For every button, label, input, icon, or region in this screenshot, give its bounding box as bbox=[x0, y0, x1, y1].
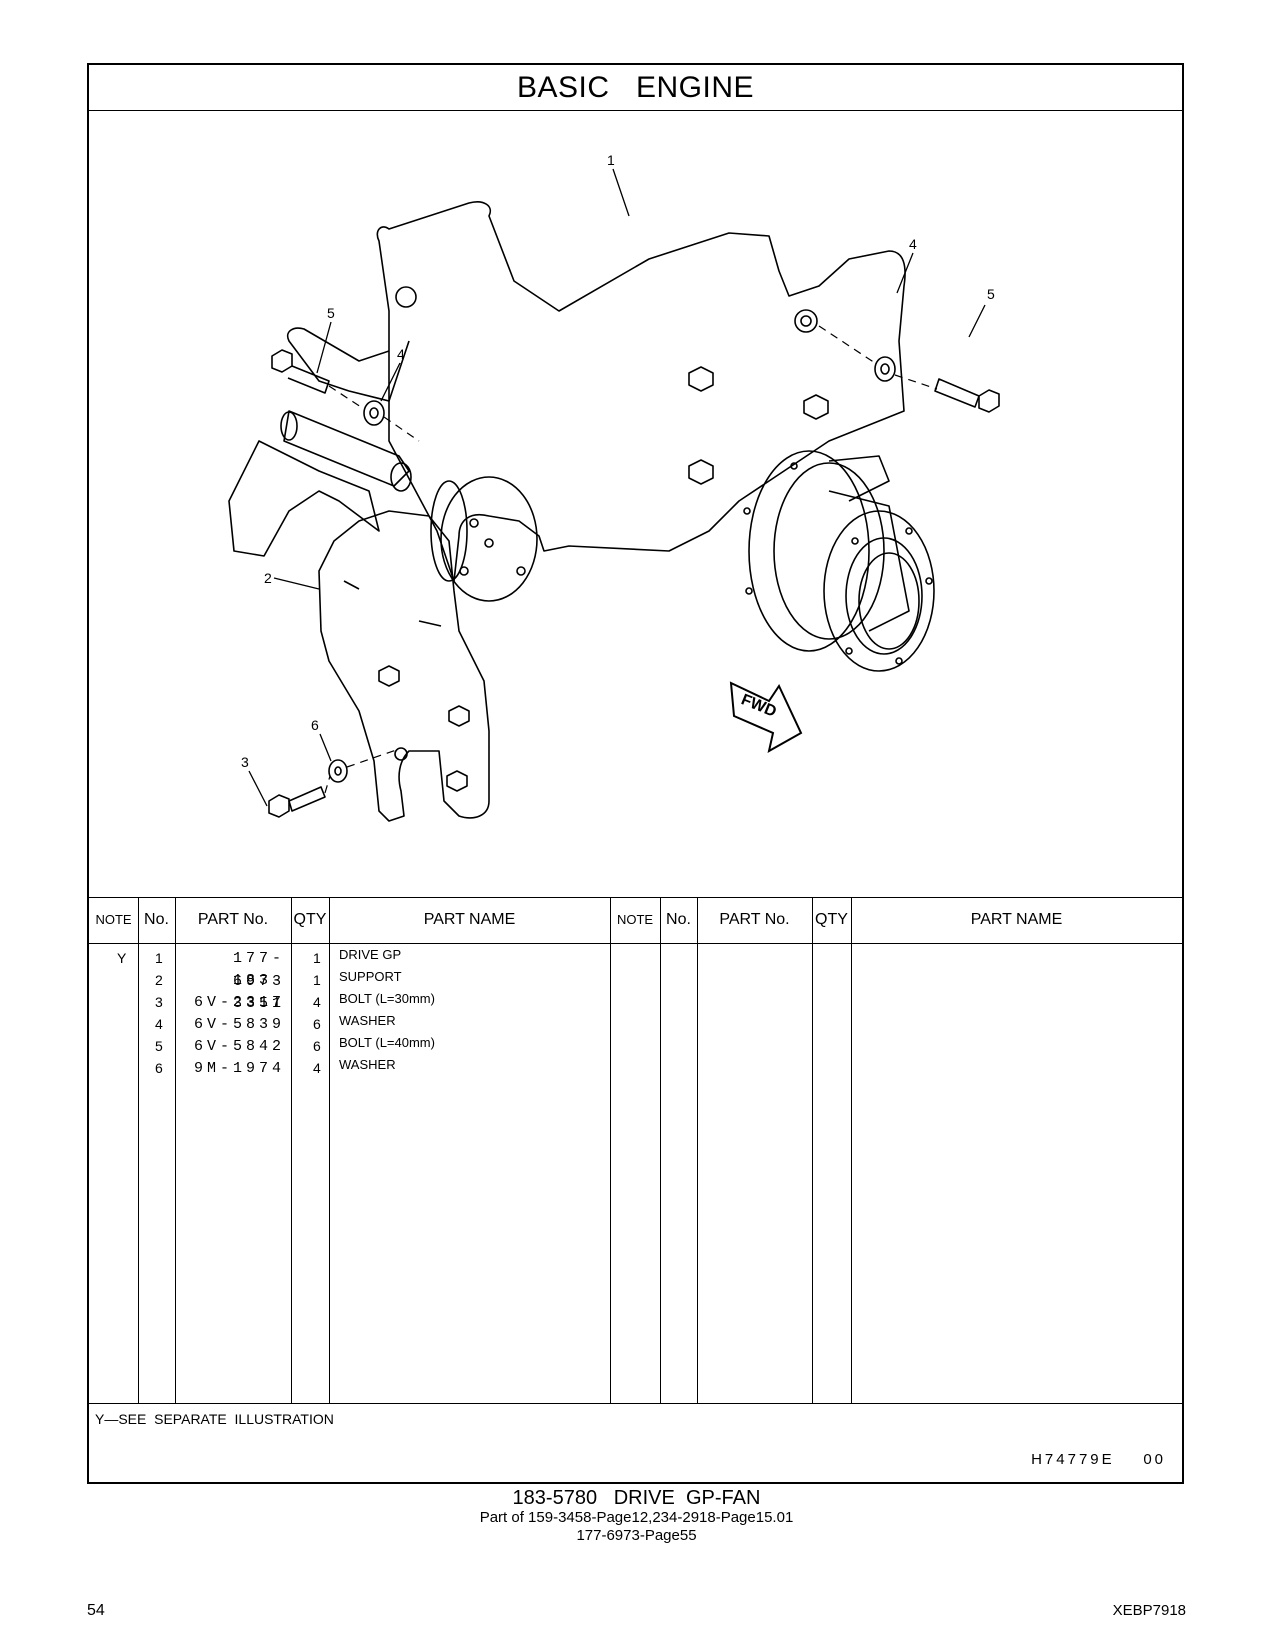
header-no: No. bbox=[144, 911, 169, 928]
row-3-part-name: BOLT (L=30mm) bbox=[339, 991, 435, 1006]
row-4-qty: 6 bbox=[313, 1016, 321, 1032]
callout-6: 6 bbox=[311, 717, 319, 733]
page-title: BASIC ENGINE bbox=[89, 65, 1182, 111]
row-1-note: Y bbox=[117, 950, 127, 966]
header-part-no: PART No. bbox=[197, 911, 269, 928]
row-2-part-no: 183-3351 bbox=[232, 972, 285, 1012]
header-qty-right: QTY bbox=[815, 911, 848, 928]
illustration-code: H74779E 00 bbox=[1031, 1451, 1166, 1468]
row-6-qty: 4 bbox=[313, 1060, 321, 1076]
callout-4-left: 4 bbox=[397, 346, 405, 362]
row-2-part-name: SUPPORT bbox=[339, 969, 402, 984]
row-6-part-no: 9M-1974 bbox=[193, 1060, 285, 1077]
row-1-no: 1 bbox=[155, 950, 163, 966]
callout-3: 3 bbox=[241, 754, 249, 770]
row-4-part-no: 6V-5839 bbox=[193, 1016, 285, 1033]
callout-5-left: 5 bbox=[327, 305, 335, 321]
row-6-no: 6 bbox=[155, 1060, 163, 1076]
caption-title: 183-5780 DRIVE GP-FAN bbox=[512, 1487, 761, 1509]
row-5-part-no: 6V-5842 bbox=[193, 1038, 285, 1055]
document-code: XEBP7918 bbox=[1112, 1602, 1186, 1619]
row-2-qty: 1 bbox=[313, 972, 321, 988]
row-4-no: 4 bbox=[155, 1016, 163, 1032]
row-5-part-name: BOLT (L=40mm) bbox=[339, 1035, 435, 1050]
footnote-divider bbox=[89, 1403, 1182, 1404]
fwd-arrow-icon: FWD bbox=[729, 681, 803, 753]
header-note-right: NOTE bbox=[616, 912, 654, 927]
row-3-part-no: 6V-2317 bbox=[193, 994, 285, 1011]
header-part-name-right: PART NAME bbox=[970, 911, 1063, 928]
parts-page-frame: BASIC ENGINE bbox=[87, 63, 1184, 1484]
drive-gp-fan-drawing: 1 2 3 4 5 6 4 5 FWD bbox=[228, 152, 1000, 822]
callout-4-right: 4 bbox=[909, 236, 917, 252]
header-note: NOTE bbox=[95, 912, 132, 927]
row-2-no: 2 bbox=[155, 972, 163, 988]
header-no-right: No. bbox=[666, 911, 691, 928]
parts-table: NOTE No. PART No. QTY PART NAME NOTE No.… bbox=[89, 897, 1182, 1403]
callout-2: 2 bbox=[264, 570, 272, 586]
row-1-qty: 1 bbox=[313, 950, 321, 966]
header-qty: QTY bbox=[293, 911, 327, 928]
caption-ref: 177-6973-Page55 bbox=[576, 1527, 697, 1544]
row-1-part-no: 177-6973 bbox=[232, 950, 285, 990]
footnote-text: Y—SEE SEPARATE ILLUSTRATION bbox=[95, 1411, 334, 1427]
row-6-part-name: WASHER bbox=[339, 1057, 396, 1072]
caption-part-of: Part of 159-3458-Page12,234-2918-Page15.… bbox=[479, 1509, 794, 1526]
exploded-illustration: 1 2 3 4 5 6 4 5 FWD bbox=[89, 111, 1182, 897]
row-3-qty: 4 bbox=[313, 994, 321, 1010]
header-part-name: PART NAME bbox=[423, 911, 516, 928]
row-3-no: 3 bbox=[155, 994, 163, 1010]
page-number: 54 bbox=[87, 1602, 105, 1619]
row-5-qty: 6 bbox=[313, 1038, 321, 1054]
callout-1: 1 bbox=[607, 152, 615, 168]
header-part-no-right: PART No. bbox=[719, 911, 790, 928]
row-4-part-name: WASHER bbox=[339, 1013, 396, 1028]
row-5-no: 5 bbox=[155, 1038, 163, 1054]
row-1-part-name: DRIVE GP bbox=[339, 947, 402, 962]
callout-5-right: 5 bbox=[987, 286, 995, 302]
